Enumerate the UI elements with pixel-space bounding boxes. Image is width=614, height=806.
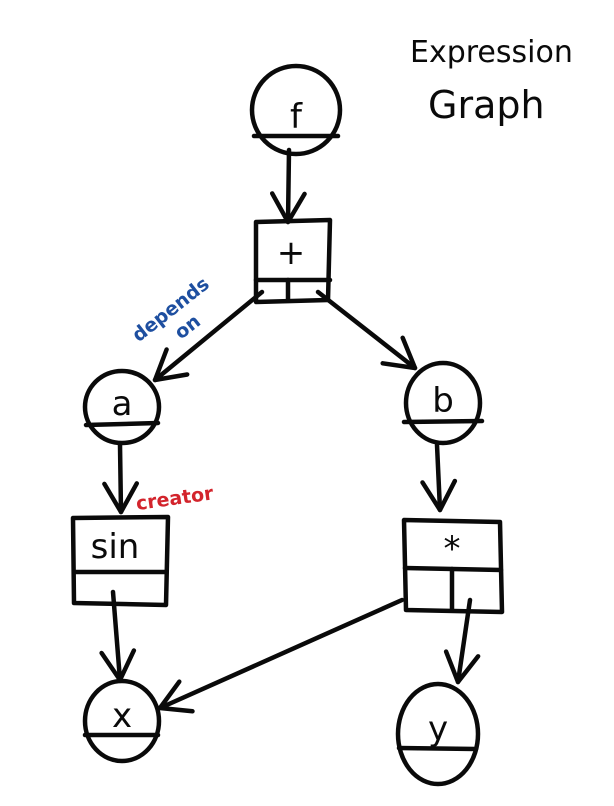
annotation-creator: creator bbox=[135, 482, 216, 515]
edge-mul-x bbox=[157, 597, 405, 714]
edge-plus-b bbox=[315, 289, 418, 371]
edge-sin-x bbox=[99, 589, 137, 683]
node-x: x bbox=[82, 678, 162, 764]
annotation-depends-on: depends on bbox=[128, 273, 214, 347]
node-plus-label: + bbox=[277, 233, 306, 273]
diagram-title: Expression Graph bbox=[410, 35, 573, 127]
node-f-label: f bbox=[290, 97, 303, 137]
edge-b-mul bbox=[420, 442, 458, 513]
annotation-depends-line-1: depends bbox=[128, 273, 214, 347]
node-y: y bbox=[395, 681, 481, 787]
node-sin: sin bbox=[70, 514, 171, 608]
title-line-2: Graph bbox=[428, 83, 545, 127]
node-b: b bbox=[401, 360, 485, 446]
node-mul-label: * bbox=[444, 529, 461, 569]
node-x-label: x bbox=[112, 696, 132, 736]
annotation-creator-text: creator bbox=[135, 482, 216, 515]
edge-mul-y bbox=[443, 597, 481, 685]
node-a-label: a bbox=[112, 384, 133, 424]
node-y-label: y bbox=[428, 709, 448, 749]
node-sin-label: sin bbox=[91, 527, 140, 567]
edge-f-plus bbox=[269, 147, 307, 225]
edges bbox=[99, 147, 481, 714]
node-a: a bbox=[82, 368, 162, 446]
title-line-1: Expression bbox=[410, 35, 573, 70]
node-mul: * bbox=[401, 517, 505, 615]
node-f: f bbox=[249, 63, 343, 157]
node-b-label: b bbox=[432, 381, 454, 421]
edge-plus-a bbox=[152, 289, 265, 383]
node-plus: + bbox=[253, 217, 333, 305]
edge-a-sin bbox=[102, 442, 140, 515]
